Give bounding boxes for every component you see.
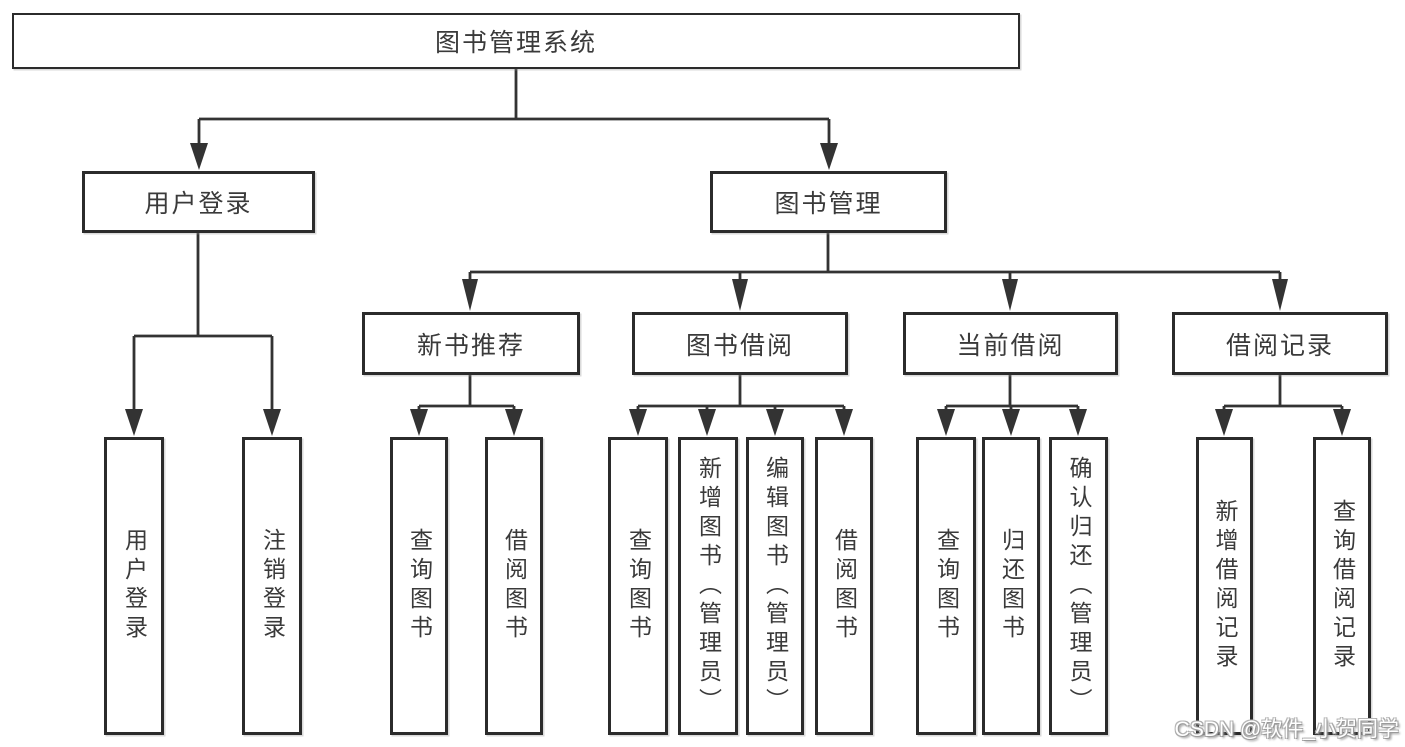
leaf-query-books-recommend-label: 查询图书 [406,528,433,644]
node-new-book-recommend: 新书推荐 [362,312,580,375]
csdn-watermark: CSDN @软件_小贺同学 [1174,718,1399,741]
leaf-add-borrow-record: 新增借阅记录 [1196,437,1253,735]
connector-root-to-level2 [190,69,838,170]
connector-newbook-to-leaves [410,375,523,436]
connector-currentborrow-to-leaves [937,375,1087,436]
leaf-confirm-return-admin: 确认归还（管理员） [1049,437,1108,735]
node-borrow-records: 借阅记录 [1172,312,1388,375]
leaf-user-login-label: 用户登录 [121,528,148,644]
leaf-query-books-current-label: 查询图书 [933,528,960,644]
leaf-return-books: 归还图书 [982,437,1040,735]
leaf-query-borrow-record: 查询借阅记录 [1313,437,1371,735]
leaf-logout: 注销登录 [242,437,302,735]
leaf-edit-book-admin: 编辑图书（管理员） [746,437,804,735]
node-book-borrowing: 图书借阅 [632,312,848,375]
leaf-add-book-admin-label: 新增图书（管理员） [695,455,722,717]
leaf-query-books-borrow-label: 查询图书 [625,528,652,644]
leaf-add-borrow-record-label: 新增借阅记录 [1212,499,1238,673]
leaf-edit-book-admin-label: 编辑图书（管理员） [762,455,789,717]
leaf-query-books-borrow: 查询图书 [608,437,668,735]
leaf-borrow-books-label: 借阅图书 [831,528,858,644]
node-current-borrowing: 当前借阅 [903,312,1118,375]
connector-userlogin-to-leaves [125,233,281,436]
leaf-borrow-books-recommend: 借阅图书 [485,437,543,735]
leaf-add-book-admin: 新增图书（管理员） [678,437,738,735]
node-book-management: 图书管理 [710,171,947,233]
leaf-borrow-books-recommend-label: 借阅图书 [501,528,528,644]
leaf-query-books-current: 查询图书 [916,437,976,735]
leaf-user-login: 用户登录 [104,437,164,735]
connector-records-to-leaves [1215,375,1351,436]
node-user-login: 用户登录 [82,171,315,233]
leaf-borrow-books: 借阅图书 [815,437,873,735]
leaf-query-borrow-record-label: 查询借阅记录 [1329,499,1356,673]
connector-bookborrow-to-leaves [629,375,853,436]
leaf-confirm-return-admin-label: 确认归还（管理员） [1066,455,1092,717]
leaf-query-books-recommend: 查询图书 [390,437,448,735]
connector-bookmgmt-to-level3 [462,233,1288,311]
node-library-system: 图书管理系统 [12,13,1020,69]
leaf-return-books-label: 归还图书 [998,528,1025,644]
leaf-logout-label: 注销登录 [259,528,286,644]
